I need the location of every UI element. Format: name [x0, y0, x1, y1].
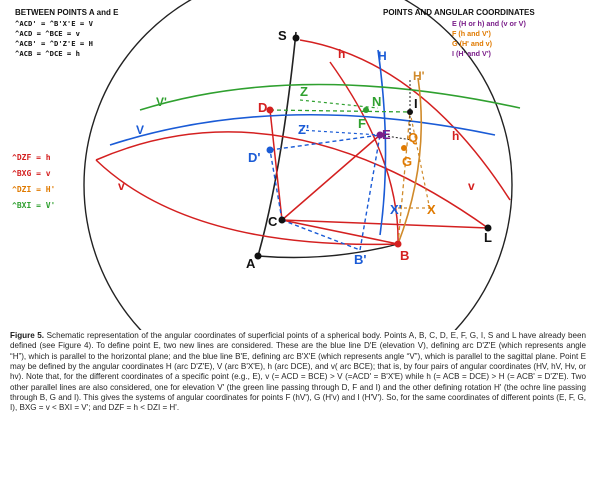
angle-v-right: v	[468, 179, 475, 193]
red-arc-lower	[95, 159, 399, 246]
point-l-dot	[484, 224, 492, 232]
side-rel-bxg: ^BXG = v	[12, 169, 51, 178]
label-f: F	[358, 116, 366, 131]
red-line-cd	[269, 109, 283, 221]
caption-label: Figure 5.	[10, 331, 45, 340]
point-s-dot	[292, 34, 300, 42]
blue-line-c-dp	[269, 149, 283, 221]
side-rel-bxi: ^BXI = V'	[12, 201, 55, 210]
angle-V: V	[136, 123, 144, 137]
point-dp-dot	[266, 146, 274, 154]
label-x: X	[427, 202, 436, 217]
ochre-arc	[397, 77, 423, 245]
between-row-1: ^ACD' = ^B'X'E = V	[15, 19, 94, 28]
blue-line-bpe	[359, 134, 381, 251]
label-e: E	[382, 127, 391, 142]
green-line-zn	[299, 99, 379, 109]
red-line-cl	[281, 219, 489, 229]
angle-h-top: h	[338, 47, 345, 61]
between-row-2: ^ACD = ^BCE = v	[15, 29, 81, 38]
point-c-dot	[278, 216, 286, 224]
point-f-dot	[363, 107, 369, 113]
label-c: C	[268, 214, 278, 229]
angle-v-left: v	[118, 179, 125, 193]
legend-g: G (H' and v)	[452, 39, 493, 48]
label-bp: B'	[354, 252, 366, 267]
meridian-black	[257, 31, 297, 257]
green-line-dfi	[269, 109, 411, 113]
blue-arc-vertical	[377, 49, 387, 236]
spherical-coordinates-diagram: BETWEEN POINTS A and E ^ACD' = ^B'X'E = …	[12, 0, 535, 330]
dotted-line-eq	[379, 134, 413, 141]
point-e-dot	[376, 131, 384, 139]
between-title: BETWEEN POINTS A and E	[15, 8, 119, 17]
between-row-3: ^ACB' = ^D'Z'E = H	[15, 39, 93, 48]
legend-i: I (H' and V')	[452, 49, 492, 58]
ochre-line-bgi	[397, 111, 411, 245]
green-arc	[139, 83, 521, 111]
side-rel-dzf: ^DZF = h	[12, 153, 51, 162]
angle-H-top: H	[378, 49, 387, 63]
point-a-dot	[254, 252, 262, 260]
red-line-cb	[281, 219, 399, 245]
point-g-dot	[401, 145, 407, 151]
side-rel-dzi: ^DZI = H'	[12, 185, 55, 194]
red-arc-horizontal	[95, 131, 489, 229]
blue-line-c-bp	[281, 219, 361, 251]
label-dp: D'	[248, 150, 260, 165]
label-d: D	[258, 100, 267, 115]
label-n: N	[372, 94, 381, 109]
legend-e: E (H or h) and (v or V)	[452, 19, 526, 28]
label-zp: Z'	[298, 122, 309, 137]
label-a: A	[246, 256, 256, 271]
between-row-4: ^ACB = ^DCE = h	[15, 49, 80, 58]
label-z: Z	[300, 84, 308, 99]
blue-arc-d-e	[109, 113, 496, 146]
sphere-outline	[83, 0, 513, 330]
ochre-line-x	[409, 111, 431, 211]
angle-Hp: H'	[413, 69, 425, 83]
point-i-dot	[407, 109, 413, 115]
label-g: G	[402, 154, 412, 169]
legend-f: F (h and V')	[452, 29, 491, 38]
angle-Vp: V'	[156, 95, 167, 109]
red-arc-vertical	[329, 61, 399, 245]
points-title: POINTS AND ANGULAR COORDINATES	[383, 8, 535, 17]
label-b: B	[400, 248, 409, 263]
point-b-dot	[394, 240, 402, 248]
figure-caption: Figure 5. Schematic representation of th…	[10, 331, 586, 414]
label-xp: X'	[390, 202, 402, 217]
blue-line-dpe	[269, 134, 381, 151]
red-line-ce	[281, 134, 381, 221]
caption-text: Schematic representation of the angular …	[10, 331, 587, 413]
label-l: L	[484, 230, 492, 245]
angle-h-right: h	[452, 129, 459, 143]
label-s: S	[278, 28, 287, 43]
point-d-dot	[266, 106, 274, 114]
label-q: Q	[408, 130, 418, 145]
label-i: I	[414, 96, 418, 111]
blue-line-zp	[299, 129, 381, 136]
arc-cab-black	[257, 243, 399, 259]
